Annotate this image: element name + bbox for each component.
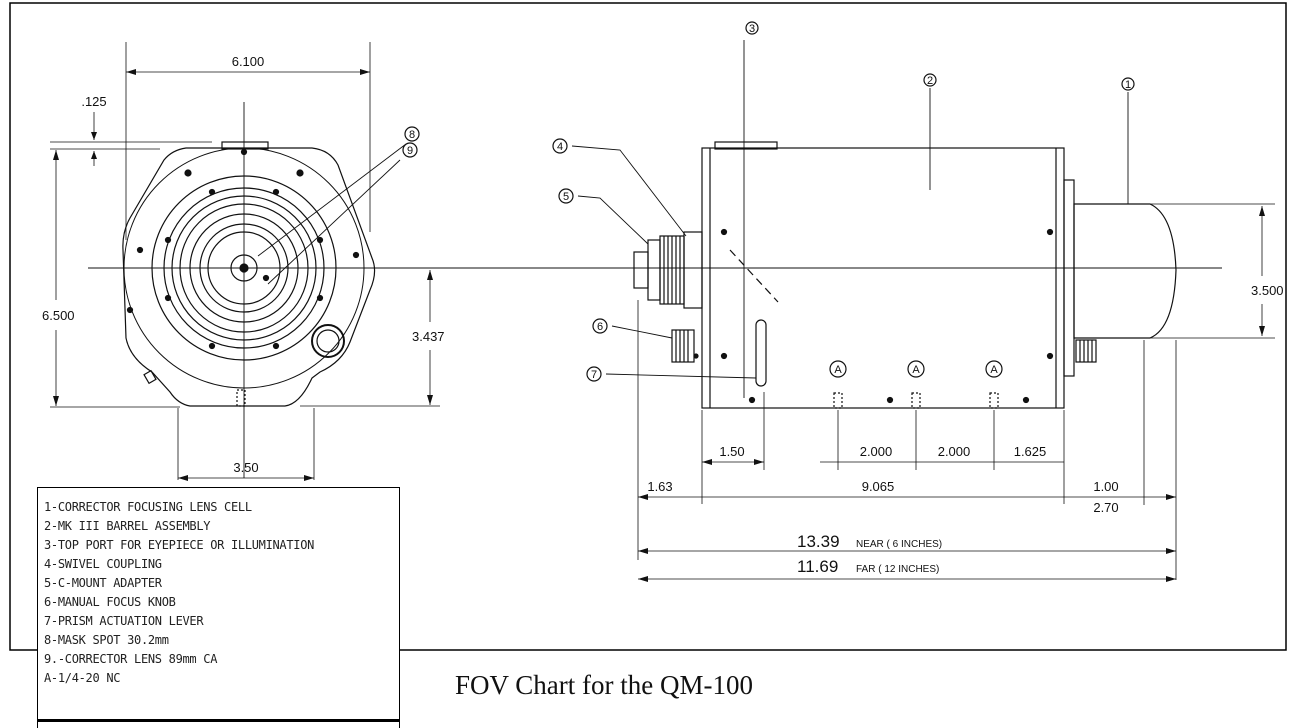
- dim-front-height: 6.500: [42, 308, 75, 323]
- callout-1: 1: [1125, 79, 1131, 91]
- callout-markers: [402, 21, 1135, 382]
- dim-front-width: 6.100: [232, 54, 265, 69]
- callout-7: 7: [591, 369, 597, 381]
- legend-item: 9.-CORRECTOR LENS 89mm CA: [44, 652, 218, 666]
- side-view-screws: [693, 228, 1054, 404]
- callout-4: 4: [557, 141, 563, 153]
- dim-overall-near-value: 13.39: [797, 532, 840, 551]
- legend-item: 1-CORRECTOR FOCUSING LENS CELL: [44, 500, 252, 514]
- legend-rule: [37, 719, 400, 722]
- drawing-frame: [9, 2, 1287, 651]
- legend-item: 5-C-MOUNT ADAPTER: [44, 576, 162, 590]
- legend-item: 7-PRISM ACTUATION LEVER: [44, 614, 204, 628]
- callout-2: 2: [927, 75, 933, 87]
- legend-item: 2-MK III BARREL ASSEMBLY: [44, 519, 211, 533]
- dim-side-right-ext-top: 1.00: [1093, 479, 1118, 494]
- dim-side-lever-offset: 1.50: [719, 444, 744, 459]
- front-view: [122, 141, 376, 407]
- dim-front-top-offset: .125: [81, 94, 106, 109]
- front-view-screws: [126, 148, 360, 350]
- legend-item: 6-MANUAL FOCUS KNOB: [44, 595, 176, 609]
- dimension-arrows: [53, 69, 1265, 582]
- dim-overall-far-value: 11.69: [797, 557, 838, 576]
- callout-6: 6: [597, 321, 603, 333]
- parts-legend: 1-CORRECTOR FOCUSING LENS CELL 2-MK III …: [37, 487, 400, 728]
- dim-side-spacing-c: 1.625: [1014, 444, 1047, 459]
- dim-side-left-ext: 1.63: [647, 479, 672, 494]
- dim-side-body-height: 3.500: [1251, 283, 1284, 298]
- figure-caption: FOV Chart for the QM-100: [455, 670, 753, 700]
- callout-3: 3: [749, 23, 755, 35]
- callout-8: 8: [409, 129, 415, 141]
- dim-side-spacing-b: 2.000: [938, 444, 971, 459]
- callout-a-3: A: [990, 364, 998, 376]
- legend-item: 3-TOP PORT FOR EYEPIECE OR ILLUMINATION: [44, 538, 315, 552]
- callout-a-2: A: [912, 364, 920, 376]
- dim-overall-far-label: FAR ( 12 INCHES): [856, 564, 939, 575]
- dim-overall-near-label: NEAR ( 6 INCHES): [856, 539, 942, 550]
- side-view: [633, 141, 1177, 409]
- callout-9: 9: [407, 145, 413, 157]
- parts-legend-list: 1-CORRECTOR FOCUSING LENS CELL 2-MK III …: [44, 498, 399, 688]
- callout-a-1: A: [834, 364, 842, 376]
- legend-item: 4-SWIVEL COUPLING: [44, 557, 162, 571]
- legend-item: A-1/4-20 NC: [44, 671, 121, 685]
- dim-side-right-ext-bottom: 2.70: [1093, 500, 1118, 515]
- legend-item: 8-MASK SPOT 30.2mm: [44, 633, 169, 647]
- dim-front-center-height: 3.437: [412, 329, 445, 344]
- dim-side-body-length: 9.065: [862, 479, 895, 494]
- callout-5: 5: [563, 191, 569, 203]
- dim-front-base-width: 3.50: [233, 460, 258, 475]
- dim-side-spacing-a: 2.000: [860, 444, 893, 459]
